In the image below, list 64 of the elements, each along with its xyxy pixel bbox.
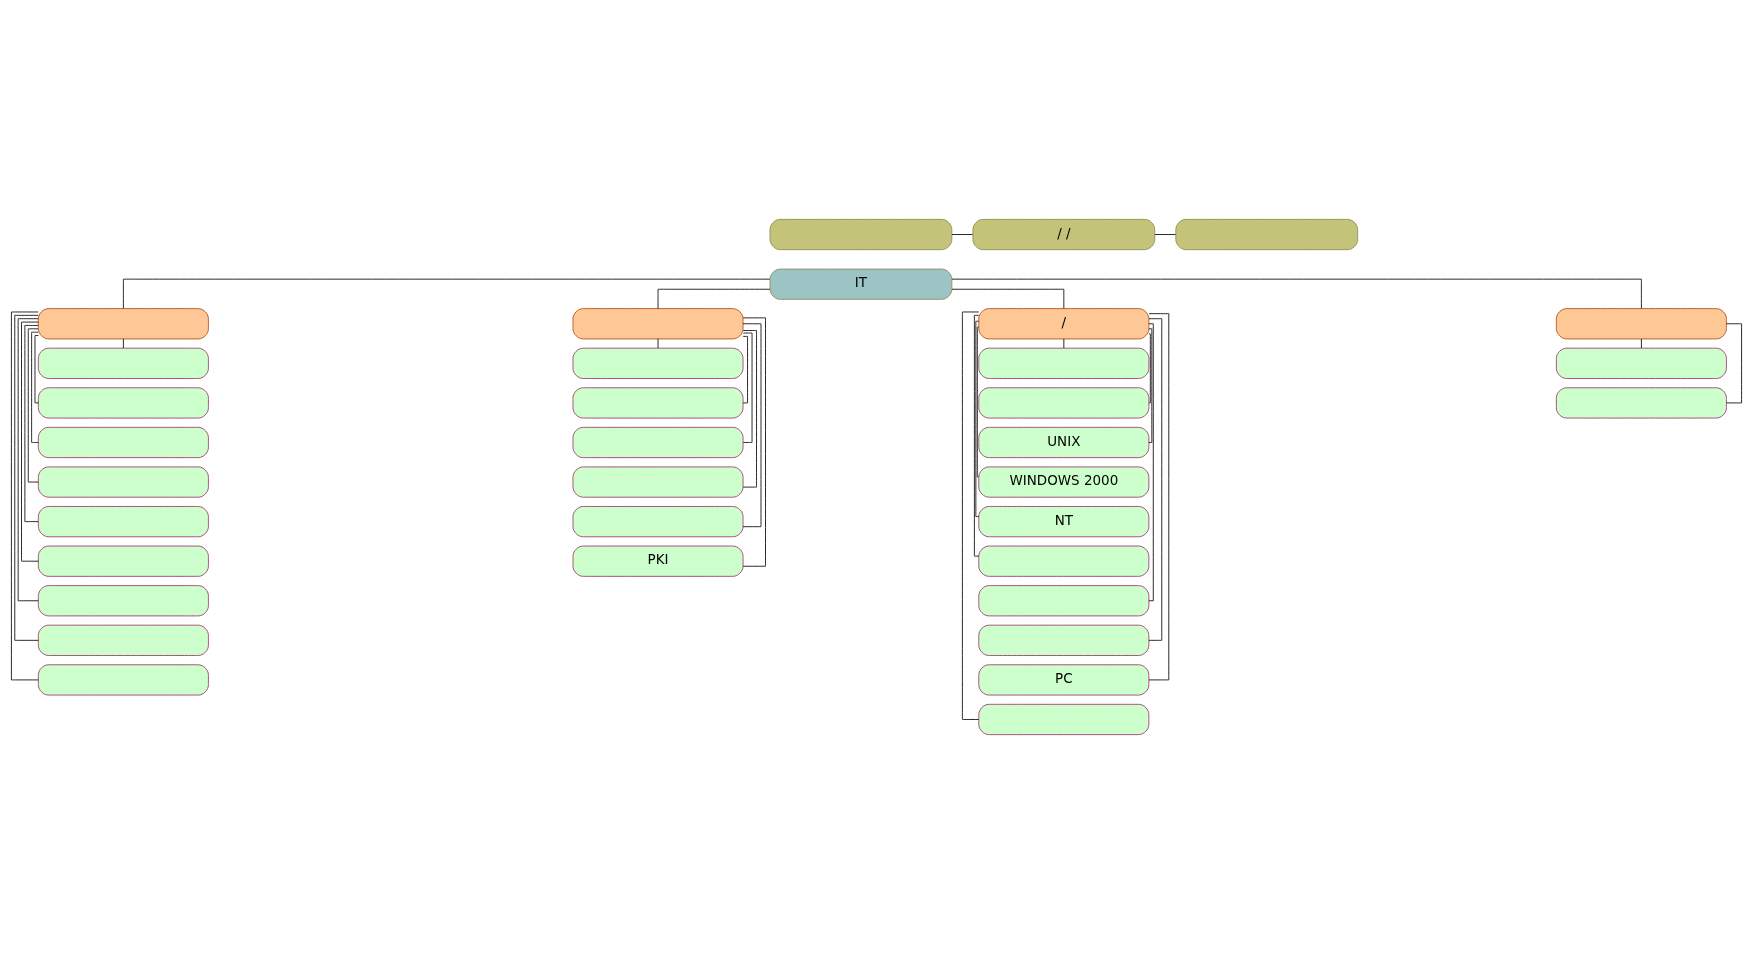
connector	[742, 323, 762, 528]
connector	[1148, 318, 1163, 641]
node-box	[572, 506, 744, 538]
node-box	[1175, 218, 1359, 251]
connector	[1641, 338, 1642, 349]
node-box: IT	[769, 268, 953, 300]
connector	[742, 332, 753, 443]
connector	[122, 278, 771, 309]
node-box	[978, 347, 1150, 379]
node-box: NT	[978, 506, 1150, 538]
connector	[1154, 234, 1176, 235]
connector	[742, 330, 757, 488]
node-box: / /	[972, 218, 1156, 251]
node-box	[572, 347, 744, 379]
connector	[17, 318, 39, 602]
node-box	[37, 387, 209, 419]
node-box	[978, 585, 1150, 617]
connector	[24, 325, 39, 523]
node-box	[37, 426, 209, 459]
node-box	[1555, 308, 1727, 340]
node-box	[37, 585, 209, 617]
node-box: /	[978, 308, 1150, 340]
connector	[742, 317, 766, 567]
connector	[1148, 323, 1154, 602]
connector	[1148, 328, 1153, 443]
node-box	[572, 466, 744, 498]
node-box	[769, 218, 953, 251]
node-box: UNIX	[978, 426, 1150, 459]
connector	[122, 338, 124, 349]
node-box	[37, 347, 209, 379]
node-box	[978, 387, 1150, 419]
connector	[973, 314, 980, 557]
node-box: PKI	[572, 545, 744, 577]
connector	[34, 335, 39, 404]
connector	[976, 326, 979, 478]
node-box	[37, 506, 209, 538]
connector	[21, 321, 39, 562]
node-box	[37, 466, 209, 498]
node-box	[572, 387, 744, 419]
node-box	[1555, 347, 1727, 379]
connector	[951, 288, 1065, 309]
connector	[31, 331, 39, 443]
node-box	[572, 308, 744, 340]
connector	[975, 320, 980, 517]
connector	[657, 288, 771, 309]
node-box	[37, 308, 209, 340]
connector	[1148, 333, 1151, 404]
node-box	[978, 703, 1150, 736]
node-box	[572, 426, 744, 459]
connector	[11, 311, 39, 681]
node-box	[37, 624, 209, 656]
node-box	[1555, 387, 1727, 419]
node-box	[978, 545, 1150, 577]
connector	[742, 335, 748, 404]
connector	[14, 314, 39, 641]
node-box: WINDOWS 2000	[978, 466, 1150, 498]
node-box: PC	[978, 664, 1150, 696]
node-box	[978, 624, 1150, 656]
node-box	[37, 545, 209, 577]
connector	[27, 328, 39, 483]
connector	[1726, 323, 1742, 404]
connector	[951, 234, 973, 235]
node-box	[37, 664, 209, 696]
connector	[951, 278, 1642, 309]
